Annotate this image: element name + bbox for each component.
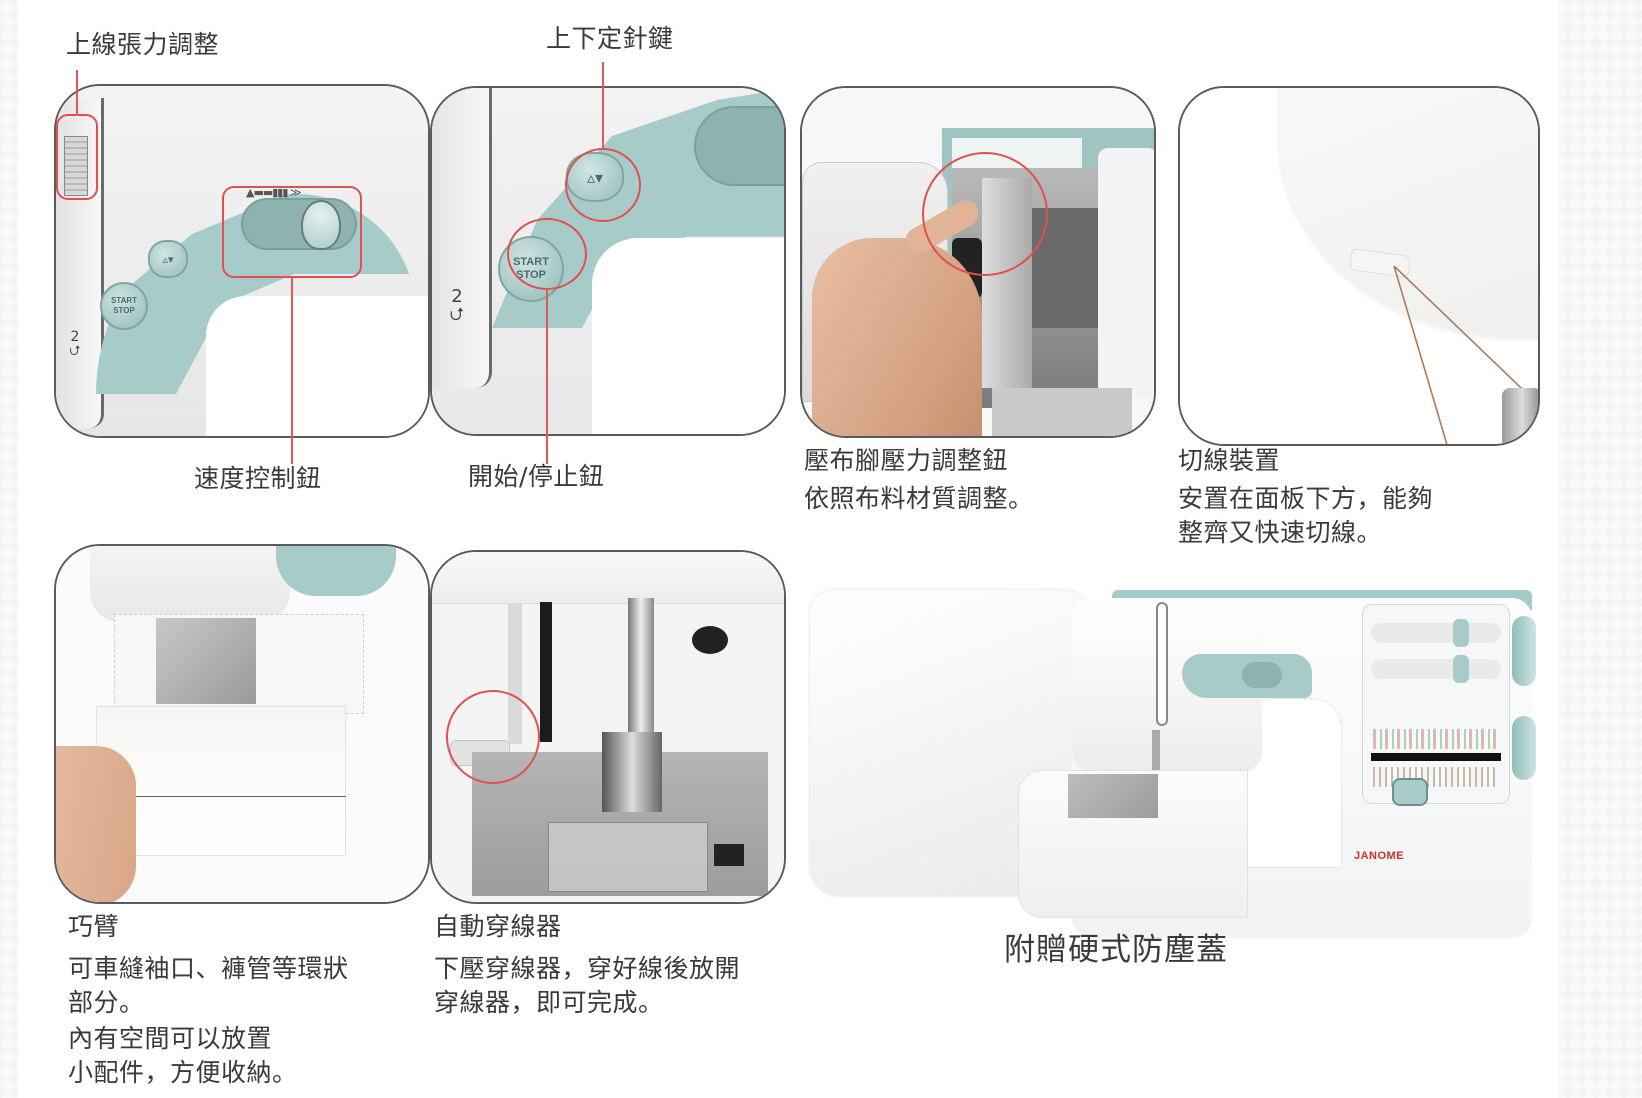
leader-thread-tension [76,70,78,116]
needle-screw [692,626,728,654]
stitch-pattern-panel [1362,604,1510,804]
label-free-arm-desc-1: 可車縫袖口、褲管等環狀 [68,954,349,983]
label-thread-cutter-title: 切線裝置 [1178,446,1281,475]
label-free-arm-desc-4: 小配件，方便收納。 [68,1058,298,1087]
leader-speed-control [291,278,293,464]
photo-start-stop: ▵▾ START STOP 2⮍ [430,86,786,436]
photo-auto-threader [430,550,786,904]
leader-start-stop [546,290,548,464]
speed-slider [1242,662,1282,688]
label-free-arm-title: 巧臂 [68,912,120,941]
label-thread-cutter-desc-1: 安置在面板下方，能夠 [1178,484,1434,513]
photo-speed-control: ▲▬▬▮▮▮ ≫ ▵▾ START STOP 2⮍ [54,84,430,438]
start-stop-button: START STOP [100,282,148,330]
speed-slider-knob [301,200,341,250]
label-hard-cover: 附贈硬式防塵蓋 [1004,932,1228,968]
needle-plate [1068,774,1158,818]
label-auto-threader-desc-2: 穿線器，即可完成。 [434,988,664,1017]
callout-speed-control [222,186,362,278]
speed-slider-track [694,106,784,186]
sewing-machine: JANOME [1018,590,1538,948]
hand [812,238,982,436]
label-free-arm-desc-2: 部分。 [68,988,145,1017]
photo-free-arm [54,544,430,904]
pattern-index-bar [1371,753,1501,761]
ruler-scale [116,796,346,797]
thread-guide [1156,602,1168,726]
tension-dial [64,136,88,196]
handwheel [1512,716,1536,780]
label-auto-threader-desc-1: 下壓穿線器，穿好線後放開 [434,954,741,983]
callout-threader-lever [446,690,540,784]
label-presser-foot-title: 壓布腳壓力調整鈕 [804,446,1009,475]
label-auto-threader-title: 自動穿線器 [434,912,562,941]
thread-path-number: 2⮍ [69,329,81,359]
stitch-width-slot [1371,623,1501,643]
accessory-box [96,706,346,856]
pattern-selector-knob [1512,616,1536,686]
label-free-arm-desc-3: 內有空間可以放置 [68,1024,273,1053]
label-needle-up-down: 上下定針鍵 [546,24,674,53]
label-thread-tension: 上線張力調整 [66,30,220,59]
label-start-stop: 開始/停止鈕 [468,462,605,491]
callout-thread-tension [56,114,98,200]
reverse-lever [1392,778,1428,806]
thread-lines [1393,265,1538,444]
threader-rod [540,602,552,742]
product-feature-sheet: 上線張力調整 上下定針鍵 ▲▬▬▮▮▮ ≫ ▵▾ START STOP 2⮍ [18,0,1558,1098]
needle-up-down-button: ▵▾ [148,240,188,278]
callout-start-stop [507,218,587,290]
speed-turtle-rabbit-icons: ▲▬▬▮▮▮ ≫ [246,186,301,199]
label-presser-foot-desc: 依照布料材質調整。 [804,484,1034,513]
brand-logo: JANOME [1354,850,1405,862]
thread-path-number: 2⮍ [449,286,465,325]
callout-needle-up-down [565,148,641,222]
label-speed-control: 速度控制鈕 [194,464,322,493]
hand [56,746,136,902]
needle-plate [156,618,256,704]
callout-pressure-dial [922,152,1048,276]
stitch-length-slot [1371,659,1501,679]
bobbin-cover [548,822,708,892]
presser-foot [602,732,662,812]
photo-thread-cutter [1178,86,1540,446]
label-thread-cutter-desc-2: 整齊又快速切線。 [1178,518,1383,547]
leader-needle-up-down [602,62,604,148]
bobbin-winder [1502,388,1538,444]
